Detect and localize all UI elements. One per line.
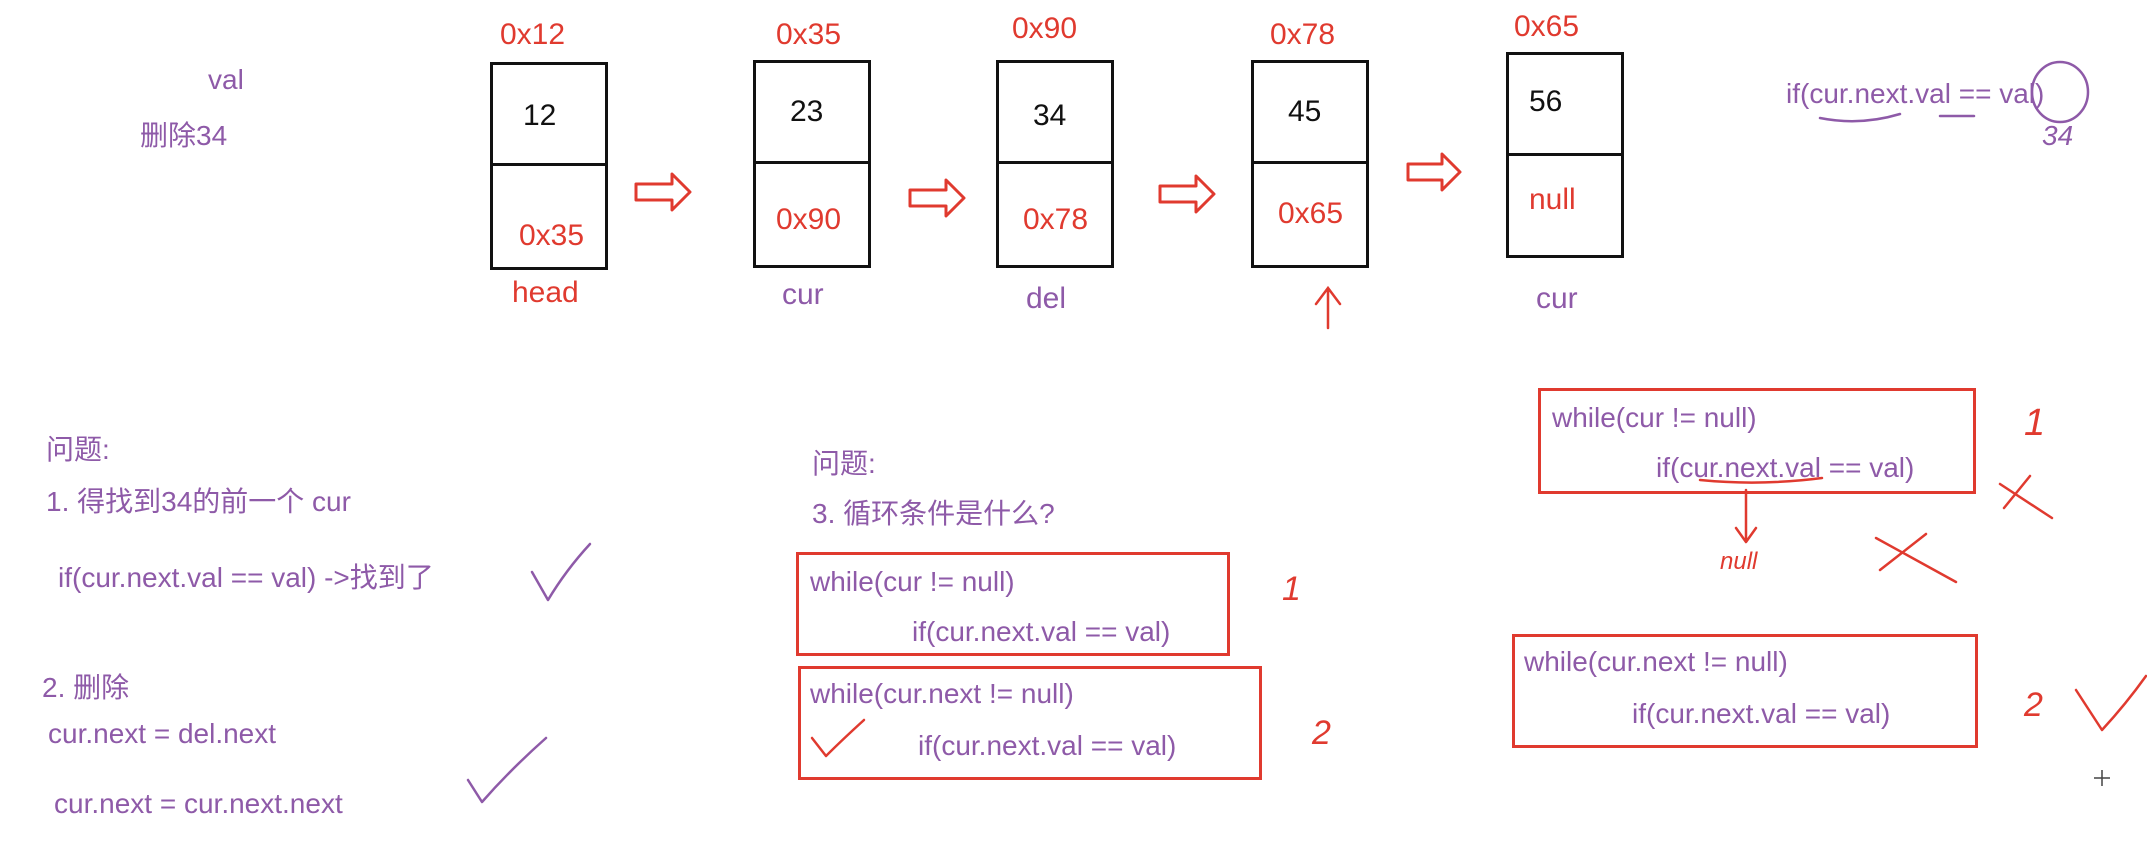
middle-code-box-1: [796, 552, 1230, 656]
right-code-box-2: [1512, 634, 1978, 748]
check-mark-1-icon: [530, 542, 592, 602]
left-item-1: 1. 得找到34的前一个 cur: [46, 486, 351, 517]
node-4: 45 0x65: [1251, 60, 1369, 268]
node-1-value: 12: [523, 99, 557, 132]
node-2-pointer: cur: [782, 278, 824, 311]
middle-box-2-line-1: while(cur.next != null): [810, 678, 1074, 709]
right-box-2-line-1: while(cur.next != null): [1524, 646, 1788, 677]
down-arrow-icon: [1734, 488, 1758, 544]
node-4-address: 0x78: [1270, 18, 1336, 51]
val-circle-icon: [2030, 60, 2090, 124]
middle-box-2-mark: 2: [1312, 714, 1331, 752]
handwritten-34: 34: [2042, 120, 2074, 151]
node-3: 34 0x78: [996, 60, 1114, 268]
node-1-pointer: head: [512, 276, 579, 309]
node-2-address: 0x35: [776, 18, 842, 51]
link-arrow-4-icon: [1406, 152, 1462, 192]
right-code-box-1: [1538, 388, 1976, 494]
node-5-pointer: cur: [1536, 282, 1578, 315]
node-3-pointer: del: [1026, 282, 1067, 315]
middle-box-1-line-1: while(cur != null): [810, 566, 1015, 597]
right-null-note: null: [1720, 548, 1758, 575]
node-5-value: 56: [1529, 85, 1563, 118]
big-check-mark-icon: [2074, 674, 2147, 732]
node-1: 12 0x35: [490, 62, 608, 270]
val-label: val: [208, 64, 244, 95]
node-3-address: 0x90: [1012, 12, 1078, 45]
crosshair-cursor-icon: [2094, 770, 2110, 786]
node-5-next: null: [1529, 183, 1576, 216]
middle-code-box-2: [798, 666, 1262, 780]
node-1-next: 0x35: [519, 219, 585, 252]
node-3-value: 34: [1033, 99, 1067, 132]
cur-next-red-underline-icon: [1698, 476, 1824, 484]
up-arrow-icon: [1314, 285, 1342, 330]
node-3-next: 0x78: [1023, 203, 1089, 236]
left-question-title: 问题:: [46, 434, 110, 465]
cur-next-underline-icon: [1818, 112, 1902, 123]
check-mark-2-icon: [466, 736, 548, 804]
link-arrow-3-icon: [1158, 174, 1216, 214]
middle-box-1-line-2: if(cur.next.val == val): [912, 616, 1171, 647]
node-2: 23 0x90: [753, 60, 871, 268]
right-box-1-mark: 1: [2024, 402, 2046, 444]
middle-item-3: 3. 循环条件是什么?: [812, 498, 1055, 529]
middle-box-2-line-2: if(cur.next.val == val): [918, 730, 1177, 761]
link-arrow-2-icon: [908, 178, 966, 218]
node-4-next: 0x65: [1278, 197, 1344, 230]
node-2-next: 0x90: [776, 203, 842, 236]
node-5: 56 null: [1506, 52, 1624, 258]
node-5-address: 0x65: [1514, 10, 1580, 43]
right-box-1-line-1: while(cur != null): [1552, 402, 1757, 433]
check-mark-3-icon: [810, 718, 866, 758]
middle-question-title: 问题:: [812, 448, 876, 479]
left-item-2: 2. 删除: [42, 672, 130, 703]
left-item-2-code-1: cur.next = del.next: [48, 718, 277, 749]
node-1-address: 0x12: [500, 18, 566, 51]
left-item-2-code-2: cur.next = cur.next.next: [54, 788, 343, 819]
link-arrow-1-icon: [634, 172, 692, 212]
node-2-value: 23: [790, 95, 824, 128]
middle-box-1-mark: 1: [1282, 570, 1301, 608]
right-box-2-line-2: if(cur.next.val == val): [1632, 698, 1891, 729]
right-box-2-mark: 2: [2024, 686, 2043, 724]
condition-text: if(cur.next.val == val): [1786, 78, 2045, 109]
right-box-1-line-2: if(cur.next.val == val): [1656, 452, 1915, 483]
left-item-1-code: if(cur.next.val == val) ->找到了: [58, 562, 434, 593]
delete-label: 删除34: [140, 120, 228, 151]
node-4-value: 45: [1288, 95, 1322, 128]
cross-mark-1-icon: [1998, 474, 2054, 520]
cross-mark-2-icon: [1874, 532, 1958, 584]
